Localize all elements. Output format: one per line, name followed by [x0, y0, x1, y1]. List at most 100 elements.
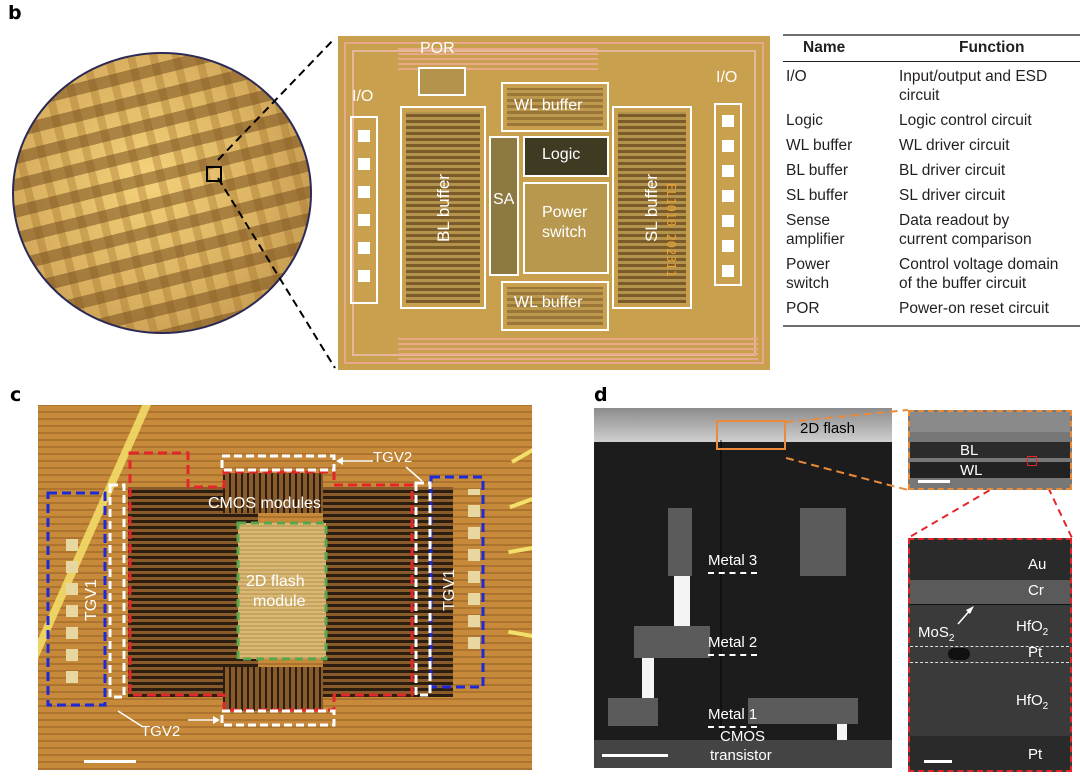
cell-function: Data readout by current comparison	[899, 212, 1032, 248]
panel-label-c: c	[10, 384, 22, 406]
header-name: Name	[803, 39, 846, 56]
zoom-line-top	[217, 37, 336, 161]
sl-buffer-array	[618, 112, 686, 303]
cell-name: Sense amplifier	[786, 212, 845, 248]
table-bottom-rule	[783, 325, 1080, 327]
table-row: I/O Input/output and ESD circuit	[783, 62, 1080, 106]
io-pad	[358, 186, 370, 198]
label-por: POR	[420, 40, 455, 57]
metal3-left	[668, 508, 692, 576]
io-pad	[358, 270, 370, 282]
io-pad	[358, 130, 370, 142]
box-io-left	[350, 116, 378, 304]
label-2d-flash: 2D flash	[800, 420, 856, 437]
cmos-modules-outline	[128, 451, 414, 712]
arrowhead-icon	[966, 606, 974, 614]
wafer-photo	[12, 52, 312, 334]
metal1-right	[748, 698, 858, 724]
label-flash-line1: 2D flash	[246, 573, 305, 590]
box-bl-buffer	[400, 106, 486, 309]
label-metal2: Metal 2	[708, 634, 758, 656]
label-metal3: Metal 3	[708, 552, 758, 574]
zoom-line-bottom	[217, 177, 336, 369]
box-wl-buffer-top	[501, 82, 609, 132]
label-cmos-modules: CMOS modules	[208, 495, 321, 512]
label-io-right: I/O	[716, 69, 738, 86]
box-power-switch	[523, 182, 609, 274]
cell-function: SL driver circuit	[899, 187, 1006, 204]
box-io-right	[714, 103, 742, 286]
label-metal1: Metal 1	[708, 706, 758, 728]
cell-name: I/O	[786, 68, 807, 85]
metal3-right	[800, 508, 846, 576]
cell-function: Input/output and ESD circuit	[899, 68, 1048, 104]
cell-function: BL driver circuit	[899, 162, 1006, 179]
io-pad	[722, 240, 734, 252]
scale-bar	[84, 760, 136, 763]
label-cmos-line2: transistor	[710, 747, 772, 764]
label-tgv2-bottom: TGV2	[141, 723, 181, 740]
bl-layer	[910, 442, 1070, 458]
flash-array	[238, 523, 326, 659]
table-top-rule	[783, 34, 1080, 36]
arrowhead-icon	[336, 457, 343, 465]
tgv2-right-arrow	[405, 466, 423, 482]
cell-name: BL buffer	[786, 162, 849, 179]
cell-function: Control voltage domain of the buffer cir…	[899, 256, 1059, 292]
wl-buffer-array	[507, 88, 603, 126]
mos2-arrow	[957, 606, 974, 625]
label-tgv2-top: TGV2	[373, 449, 413, 466]
io-pad	[722, 215, 734, 227]
panel-label-d: d	[594, 384, 608, 406]
box-wl-buffer-bottom	[501, 281, 609, 331]
right-bond-pads	[468, 489, 480, 649]
label-wl-buffer-top: WL buffer	[514, 97, 583, 114]
zoom-region-box	[716, 420, 786, 450]
bl-buffer-array	[406, 112, 480, 303]
io-pad	[722, 140, 734, 152]
tem-bl-wl-image: BL WL	[908, 410, 1072, 490]
table-row: POR Power-on reset circuit	[783, 294, 1080, 319]
ring-line	[344, 42, 764, 364]
label-wl-buffer-bottom: WL buffer	[514, 294, 583, 311]
chip-marking: EL1010 202311	[664, 183, 678, 277]
cell-name: Power switch	[786, 256, 830, 292]
tgv2-left-arrow	[117, 710, 144, 728]
label-power-line2: switch	[542, 224, 587, 241]
wafer-die-highlight	[206, 166, 222, 182]
label-cr: Cr	[1028, 582, 1044, 599]
table-row: Logic Logic control circuit	[783, 106, 1080, 131]
label-pt-mid: Pt	[1028, 644, 1043, 661]
top-bus-lines	[398, 46, 598, 70]
scale-bar	[924, 760, 952, 763]
label-bl: BL	[960, 442, 979, 459]
bottom-fanout-lines	[223, 667, 323, 711]
io-pad	[722, 165, 734, 177]
table-row: Power switch Control voltage domain of t…	[783, 250, 1080, 294]
io-pad	[722, 115, 734, 127]
label-flash-line2: module	[253, 593, 306, 610]
cell-name: Logic	[786, 112, 824, 129]
label-tgv1-left: TGV1	[83, 579, 100, 621]
box-sa	[489, 136, 519, 276]
au-layer	[910, 540, 1070, 580]
io-pad	[358, 214, 370, 226]
module-function-table: Name Function I/O Input/output and ESD c…	[783, 34, 1080, 327]
chip-layout-image: POR I/O BL buffer SA WL buffer Logic Pow…	[338, 36, 770, 370]
top-fanout-lines	[223, 473, 323, 513]
box-por	[418, 67, 466, 96]
label-pt-bottom: Pt	[1028, 746, 1043, 763]
metal1-left	[608, 698, 658, 726]
tgv2-top-outline	[220, 454, 336, 472]
zoom-region-box-red	[1027, 456, 1037, 466]
box-sl-buffer	[612, 106, 692, 309]
label-tgv1-right: TGV1	[441, 569, 458, 611]
pt-bottom-layer	[910, 736, 1070, 770]
table-header: Name Function	[783, 36, 1080, 62]
chip-outlines	[46, 451, 485, 728]
label-wl: WL	[960, 462, 983, 479]
cell-name: WL buffer	[786, 137, 853, 154]
pt-bottom-boundary	[910, 662, 1070, 663]
label-mos2: MoS2	[918, 624, 955, 644]
